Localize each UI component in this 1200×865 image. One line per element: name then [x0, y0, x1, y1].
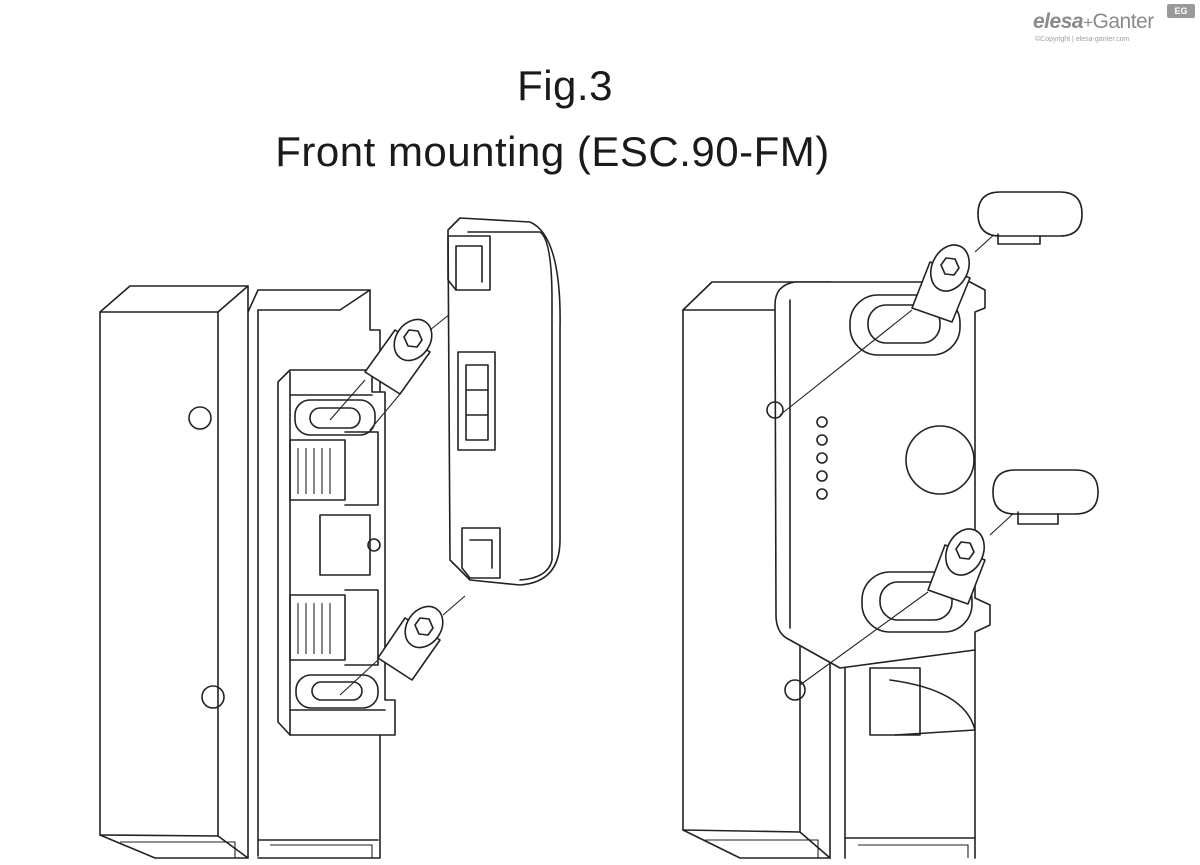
elesa-ganter-logo: elesa+Ganter EG ©Copyright | elesa-gante… — [1033, 4, 1198, 48]
left-assembly — [99, 217, 561, 859]
logo-brand-a: elesa — [1033, 10, 1084, 33]
right-right-profile-box — [844, 649, 976, 859]
led-5 — [816, 488, 828, 500]
logo-brand-b: Ganter — [1092, 10, 1155, 33]
exploded-cover — [447, 217, 561, 586]
led-2 — [816, 434, 828, 446]
led-3 — [816, 452, 828, 464]
lower-screw — [339, 595, 466, 696]
figure-number: Fig.3 — [517, 62, 613, 109]
mounting-hole-top — [188, 406, 212, 430]
mounting-hole-bottom — [201, 685, 225, 709]
sensor-window — [905, 425, 975, 495]
base-bracket — [277, 369, 396, 736]
exposed-hole — [784, 679, 806, 701]
led-1 — [816, 416, 828, 428]
upper-screw — [329, 305, 461, 431]
logo-wordmark: elesa+Ganter — [1033, 10, 1154, 34]
right-assembly — [682, 191, 1099, 859]
left-profile-box — [99, 285, 249, 859]
upper-cap — [977, 191, 1083, 245]
figure-title: Front mounting (ESC.90-FM) — [275, 128, 830, 175]
mounted-plate — [766, 281, 991, 669]
logo-plus: + — [1083, 13, 1093, 32]
right-lower-screw — [799, 511, 1016, 686]
lower-cap — [992, 469, 1099, 525]
led-4 — [816, 470, 828, 482]
logo-copyright: ©Copyright | elesa-ganter.com — [1035, 36, 1130, 43]
logo-badge: EG — [1167, 4, 1195, 18]
right-profile-box — [247, 289, 381, 859]
